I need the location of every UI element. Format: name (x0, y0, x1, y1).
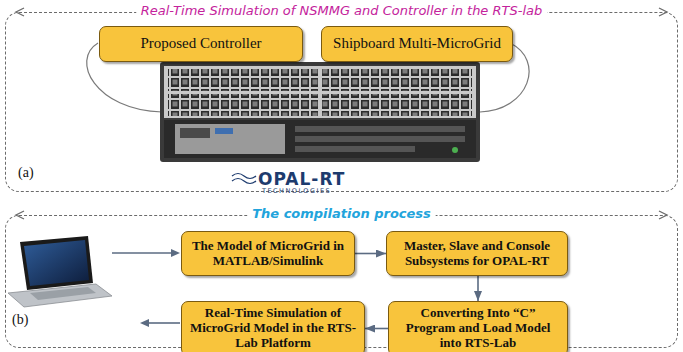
box-label: Converting Into “C” Program and Load Mod… (395, 306, 561, 351)
box-label: Real-Time Simulation of MicroGrid Model … (188, 306, 358, 351)
box-label: Proposed Controller (140, 35, 261, 52)
frame-heading: The compilation process (247, 206, 436, 222)
box-label: Master, Slave and Console Subsystems for… (393, 239, 561, 269)
panel-tag: (b) (12, 312, 28, 328)
process-box: Proposed Controller (99, 26, 303, 62)
flow-arrows (112, 249, 180, 327)
process-box: The Model of MicroGrid in MATLAB/Simulin… (181, 231, 355, 276)
logo-subtext: TECHNOLOGIES (262, 187, 331, 195)
panel-tag: (a) (18, 165, 34, 181)
process-box: Shipboard Multi-MicroGrid (321, 26, 513, 62)
dashed-frame: Real-Time Simulation of NSMMG and Contro… (5, 12, 678, 192)
logo-waves (232, 174, 256, 184)
process-box: Converting Into “C” Program and Load Mod… (388, 301, 568, 352)
simulator-rack (160, 62, 480, 162)
logo-text: OPAL-RT (258, 169, 345, 189)
process-box: Real-Time Simulation of MicroGrid Model … (181, 301, 365, 352)
flow-arrow (355, 253, 386, 255)
flow-arrow (365, 328, 388, 330)
box-label: The Model of MicroGrid in MATLAB/Simulin… (188, 239, 348, 269)
heading-arrows (16, 8, 667, 219)
dashed-frame: The compilation process(b)The Model of M… (5, 215, 678, 348)
process-box: Master, Slave and Console Subsystems for… (386, 231, 568, 276)
laptop-illustration (8, 236, 112, 307)
flow-arrow (477, 276, 479, 301)
frame-heading: Real-Time Simulation of NSMMG and Contro… (136, 3, 548, 19)
box-label: Shipboard Multi-MicroGrid (333, 35, 501, 52)
